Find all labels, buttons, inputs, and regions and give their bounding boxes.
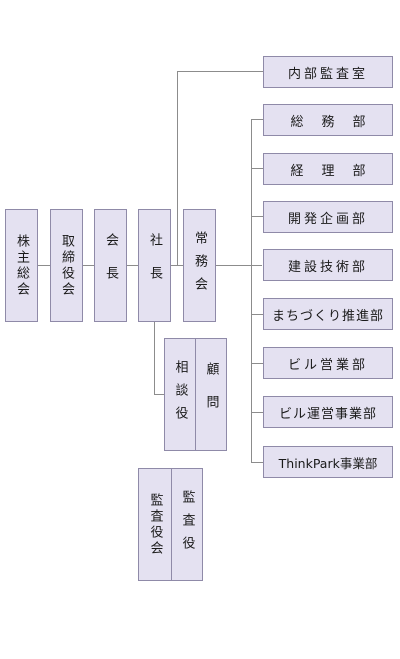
president-label: 社長	[147, 232, 162, 299]
connector-line	[251, 314, 263, 315]
dept-label: 開発企画部	[287, 211, 368, 227]
audit-board-label: 監査役会	[147, 492, 163, 557]
executive-committee-label: 常務会	[192, 231, 207, 300]
executive-committee-box[interactable]: 常務会	[183, 209, 216, 322]
dept-building-operations[interactable]: ビル運営事業部	[263, 396, 393, 428]
dept-label: ビル営業部	[287, 357, 368, 373]
auditors-divider	[171, 469, 172, 580]
auditors-box[interactable]: 監査役会 監査役	[138, 468, 203, 581]
connector-line	[251, 119, 263, 120]
connector-line	[251, 363, 263, 364]
dept-development-planning[interactable]: 開発企画部	[263, 201, 393, 233]
dept-label: 建設技術部	[287, 259, 368, 275]
dept-label: ビル運営事業部	[278, 406, 377, 422]
dept-internal-audit[interactable]: 内部監査室	[263, 56, 393, 88]
chairman-box[interactable]: 会長	[94, 209, 127, 322]
connector-line	[251, 412, 263, 413]
connector-line	[251, 119, 252, 462]
president-box[interactable]: 社長	[138, 209, 171, 322]
dept-thinkpark[interactable]: ThinkPark事業部	[263, 446, 393, 478]
board-of-directors-label: 取締役会	[59, 233, 74, 298]
dept-community-development[interactable]: まちづくり推進部	[263, 298, 393, 330]
dept-label: ThinkPark事業部	[278, 455, 378, 471]
dept-label: 内部監査室	[287, 66, 368, 82]
dept-label: まちづくり推進部	[271, 308, 384, 324]
connector-line	[154, 394, 164, 395]
dept-accounting[interactable]: 経理部	[263, 153, 393, 185]
dept-construction-engineering[interactable]: 建設技術部	[263, 249, 393, 281]
connector-line	[251, 462, 263, 463]
advisors-box[interactable]: 相談役 顧問	[164, 338, 227, 451]
chairman-label: 会長	[103, 232, 118, 299]
connector-line	[251, 168, 263, 169]
advisor-label: 顧問	[203, 361, 219, 428]
dept-general-affairs[interactable]: 総務部	[263, 104, 393, 136]
senior-advisor-label: 相談役	[172, 360, 188, 429]
connector-line	[177, 71, 178, 266]
board-of-directors-box[interactable]: 取締役会	[50, 209, 83, 322]
dept-building-sales[interactable]: ビル営業部	[263, 347, 393, 379]
dept-label: 経理部	[290, 163, 384, 179]
connector-line	[251, 216, 263, 217]
connector-line	[154, 322, 155, 395]
dept-label: 総務部	[290, 114, 384, 130]
advisors-divider	[195, 339, 196, 450]
connector-line	[177, 71, 263, 72]
shareholders-meeting-label: 株主総会	[14, 233, 29, 298]
shareholders-meeting-box[interactable]: 株主総会	[5, 209, 38, 322]
auditor-label: 監査役	[179, 490, 195, 559]
